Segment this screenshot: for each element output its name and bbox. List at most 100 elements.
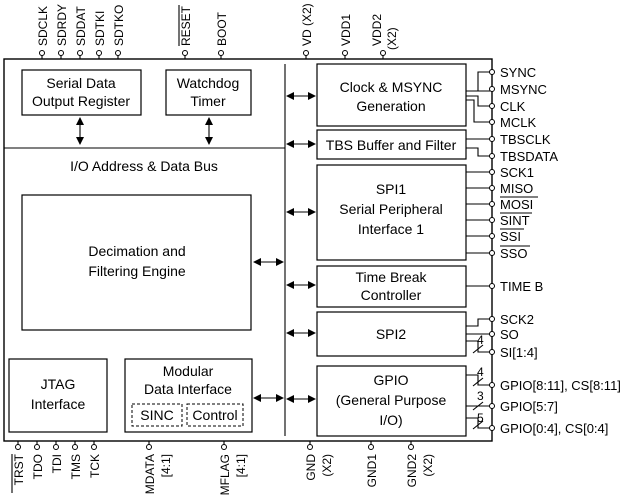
label-reset: RESET (179, 5, 193, 46)
pin-tbsdata (489, 153, 495, 159)
sinc-sub-block (131, 403, 183, 427)
svg-text:SPI2: SPI2 (376, 326, 407, 342)
pin-sync (489, 69, 495, 75)
pin-mdata (146, 444, 152, 450)
svg-text:JTAG: JTAG (41, 376, 76, 392)
label-sddat: SDDAT (74, 6, 88, 46)
pin-vdd1 (342, 50, 348, 56)
spi2-block: SPI2 (316, 311, 467, 357)
top-pin-group: SDCLK SDRDY SDDAT SDTKI SDTKO RESET BOOT… (36, 3, 399, 59)
pin-clk (489, 103, 495, 109)
label-sso: SSO (500, 246, 527, 261)
label-sck1: SCK1 (500, 165, 534, 180)
bus-count-gpio-c: 5 (477, 411, 484, 425)
label-gnd2-count: (X2) (421, 454, 435, 477)
pin-tdo (34, 444, 40, 450)
label-timeb: TIME B (500, 279, 543, 294)
tbs-buffer-filter-block: TBS Buffer and Filter (316, 129, 467, 160)
label-gpio-c: GPIO[0:4], CS[0:4] (500, 421, 608, 436)
label-gpio-a: GPIO[8:11], CS[8:11] (500, 378, 621, 393)
pin-tms (72, 444, 78, 450)
label-tbsclk: TBSCLK (500, 132, 551, 147)
label-gnd-count: (X2) (320, 454, 334, 477)
bus-count-si: 4 (477, 333, 484, 347)
pin-msync (489, 86, 495, 92)
label-gnd1: GND1 (365, 454, 379, 488)
label-msync: MSYNC (500, 82, 547, 97)
label-vdd2: VDD2 (370, 14, 384, 46)
label-tdi: TDI (50, 454, 64, 473)
watchdog-timer-block: Watchdog Timer (165, 69, 252, 116)
label-gpio-b: GPIO[5:7] (500, 399, 558, 414)
svg-text:Watchdog: Watchdog (177, 75, 240, 91)
pin-ssi (489, 233, 495, 239)
control-sub-block (186, 403, 244, 427)
pin-tdi (53, 444, 59, 450)
pin-sdtko (115, 50, 121, 56)
svg-text:Controller: Controller (361, 287, 422, 303)
label-mosi: MOSI (500, 197, 533, 212)
label-mflag-width: [4:1] (234, 454, 248, 477)
right-pin-group: SYNC MSYNC CLK MCLK TBSCLK TBSDATA SCK1 … (466, 65, 621, 436)
label-tck: TCK (88, 454, 102, 478)
bus-count-gpio-b: 3 (477, 389, 484, 403)
pin-trst (15, 444, 21, 450)
label-sdclk: SDCLK (36, 6, 50, 46)
modular-data-interface-block: Modular Data Interface SINC Control (124, 358, 253, 433)
time-break-controller-block: Time Break Controller (316, 265, 467, 308)
svg-text:Timer: Timer (190, 93, 226, 109)
label-miso: MISO (500, 181, 533, 196)
svg-text:Modular: Modular (163, 363, 214, 379)
serial-data-output-register-block: Serial Data Output Register (21, 69, 142, 116)
label-mdata: MDATA (143, 454, 157, 494)
svg-text:Clock & MSYNC: Clock & MSYNC (340, 79, 443, 95)
pin-tbsclk (489, 136, 495, 142)
pin-mosi (489, 201, 495, 207)
svg-text:Time Break: Time Break (355, 269, 427, 285)
pin-sddat (77, 50, 83, 56)
pin-sdrdy (58, 50, 64, 56)
label-tdo: TDO (31, 454, 45, 479)
svg-text:Filtering Engine: Filtering Engine (88, 263, 185, 279)
pin-sdtki (96, 50, 102, 56)
pin-boot (218, 50, 224, 56)
pin-sint (489, 217, 495, 223)
pin-reset (182, 50, 188, 56)
label-sck2: SCK2 (500, 312, 534, 327)
pin-si (489, 349, 495, 355)
io-bus-label: I/O Address & Data Bus (70, 158, 218, 174)
label-sync: SYNC (500, 65, 536, 80)
label-gnd: GND (304, 454, 318, 481)
svg-text:Interface: Interface (31, 396, 86, 412)
svg-text:SPI1: SPI1 (376, 181, 407, 197)
pin-gpio-c (489, 425, 495, 431)
label-mdata-width: [4:1] (159, 454, 173, 477)
pin-vd (303, 50, 309, 56)
decimation-filtering-engine-block: Decimation and Filtering Engine (21, 194, 252, 331)
sinc-label: SINC (140, 407, 173, 423)
label-vdd2-count: (X2) (385, 27, 399, 50)
svg-text:Output Register: Output Register (32, 93, 130, 109)
pin-sdclk (39, 50, 45, 56)
label-clk: CLK (500, 99, 526, 114)
clock-msync-generation-block: Clock & MSYNC Generation (316, 63, 467, 127)
pin-vdd2 (380, 50, 386, 56)
label-sint: SINT (500, 213, 530, 228)
label-sdrdy: SDRDY (55, 4, 69, 46)
bus-count-gpio-a: 4 (477, 365, 484, 379)
pin-miso (489, 185, 495, 191)
label-si: SI[1:4] (500, 345, 538, 360)
pin-timeb (489, 283, 495, 289)
label-so: SO (500, 327, 519, 342)
pin-tck (91, 444, 97, 450)
spi1-block: SPI1 Serial Peripheral Interface 1 (316, 164, 467, 261)
label-vd: VD (X2) (300, 3, 314, 46)
label-sdtki: SDTKI (93, 11, 107, 46)
pin-gpio-a (489, 382, 495, 388)
pin-gnd1 (368, 444, 374, 450)
svg-text:Interface 1: Interface 1 (358, 221, 424, 237)
pin-mclk (489, 119, 495, 125)
pin-sck2 (489, 316, 495, 322)
label-sdtko: SDTKO (112, 5, 126, 46)
